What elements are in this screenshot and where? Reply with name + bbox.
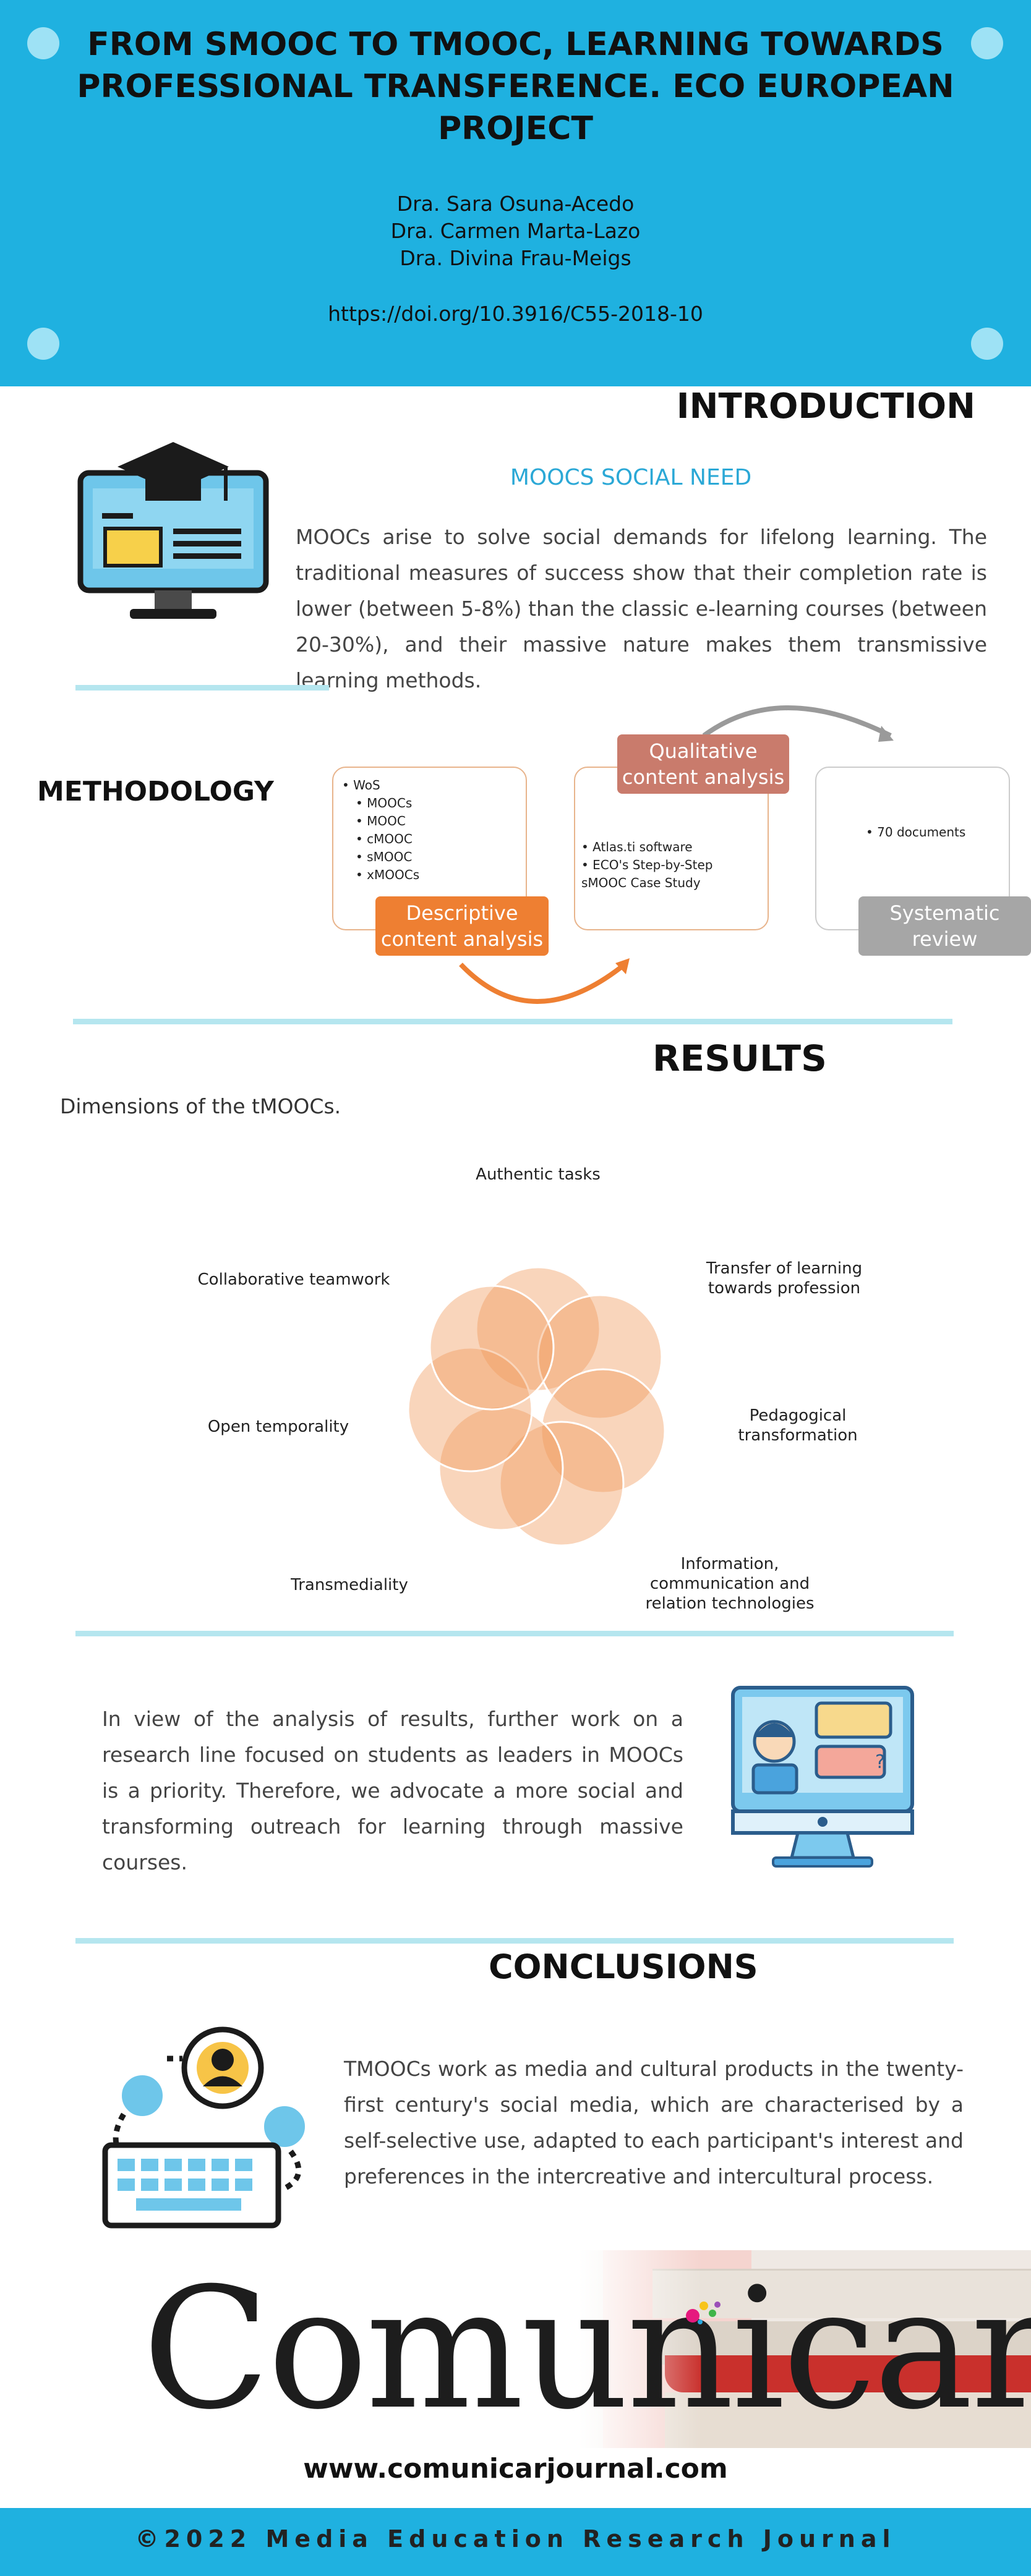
methodology-heading: METHODOLOGY	[37, 776, 274, 807]
descriptive-analysis-label: Descriptive content analysis	[375, 896, 549, 956]
decor-dot	[27, 328, 59, 360]
list-item: • cMOOC	[356, 831, 413, 846]
monitor-chat-icon: ?	[730, 1685, 915, 1870]
conclusions-text: TMOOCs work as media and cultural produc…	[344, 2057, 964, 2188]
books-photo	[578, 2250, 1031, 2448]
svg-text:?: ?	[875, 1751, 885, 1773]
network-keyboard-icon	[99, 2021, 315, 2232]
dimension-authentic-tasks: Authentic tasks	[476, 1165, 601, 1184]
petal	[540, 1368, 666, 1494]
dimension-open-temporality: Open temporality	[207, 1418, 349, 1436]
doi-link[interactable]: https://doi.org/10.3916/C55-2018-10	[328, 302, 703, 326]
results-discussion-text: In view of the analysis of results, furt…	[102, 1707, 683, 1874]
list-item: • 70 documents	[866, 825, 966, 840]
dimension-transfer: Transfer of learning towards profession	[706, 1259, 863, 1298]
dimension-pedagogical: Pedagogical transformation	[738, 1406, 858, 1445]
footer-text: ©2022 Media Education Research Journal	[135, 2525, 896, 2553]
qualitative-analysis-label: Qualitative content analysis	[617, 734, 789, 794]
author-list: Dra. Sara Osuna-Acedo Dra. Carmen Marta-…	[0, 190, 1031, 272]
logo-color-dots-icon	[685, 2297, 722, 2328]
moocs-social-need-subheading: MOOCS SOCIAL NEED	[510, 465, 752, 490]
list-item: • xMOOCs	[356, 867, 420, 882]
dimensions-flower-diagram	[407, 1266, 666, 1547]
poster-title: FROM SMOOC TO TMOOC, LEARNING TOWARDS PR…	[77, 26, 954, 147]
conclusions-heading: CONCLUSIONS	[489, 1947, 758, 1986]
section-divider	[75, 1938, 954, 1944]
decor-dot	[971, 27, 1003, 59]
footer-bar	[0, 2508, 1031, 2576]
methodology-box-tools: • Atlas.ti software • ECO's Step-by-Step…	[574, 767, 769, 930]
list-item: • MOOCs	[356, 796, 413, 810]
results-heading: RESULTS	[652, 1037, 827, 1079]
results-intro: Dimensions of the tMOOCs.	[60, 1094, 341, 1118]
petal	[438, 1405, 564, 1531]
header-banner	[0, 0, 1031, 386]
list-item: • Atlas.ti software	[581, 840, 693, 854]
comunicar-logo: Comunicar	[142, 2251, 1031, 2446]
dimension-ict: Information, communication and relation …	[645, 1555, 815, 1613]
list-item: • WoS	[342, 778, 380, 793]
introduction-heading: INTRODUCTION	[676, 386, 975, 427]
petal	[429, 1285, 555, 1411]
section-divider	[75, 685, 329, 691]
computer-graduation-cap-icon	[74, 436, 272, 634]
decor-dot	[27, 27, 59, 59]
systematic-review-label: Systematic review	[858, 896, 1031, 956]
author-name: Dra. Carmen Marta-Lazo	[390, 219, 641, 243]
dimension-transmediality: Transmediality	[291, 1576, 408, 1594]
decor-dot	[971, 328, 1003, 360]
website-link[interactable]: www.comunicarjournal.com	[303, 2453, 728, 2485]
section-divider	[75, 1631, 954, 1636]
section-divider	[73, 1019, 952, 1024]
dimension-teamwork: Collaborative teamwork	[197, 1270, 390, 1289]
list-item: • sMOOC	[356, 849, 413, 864]
list-item: • ECO's Step-by-Step sMOOC Case Study	[581, 857, 713, 890]
petal	[537, 1294, 663, 1420]
author-name: Dra. Divina Frau-Meigs	[400, 246, 631, 270]
list-item: • MOOC	[356, 814, 406, 828]
methodology-arrows	[459, 705, 894, 1004]
author-name: Dra. Sara Osuna-Acedo	[396, 192, 635, 216]
